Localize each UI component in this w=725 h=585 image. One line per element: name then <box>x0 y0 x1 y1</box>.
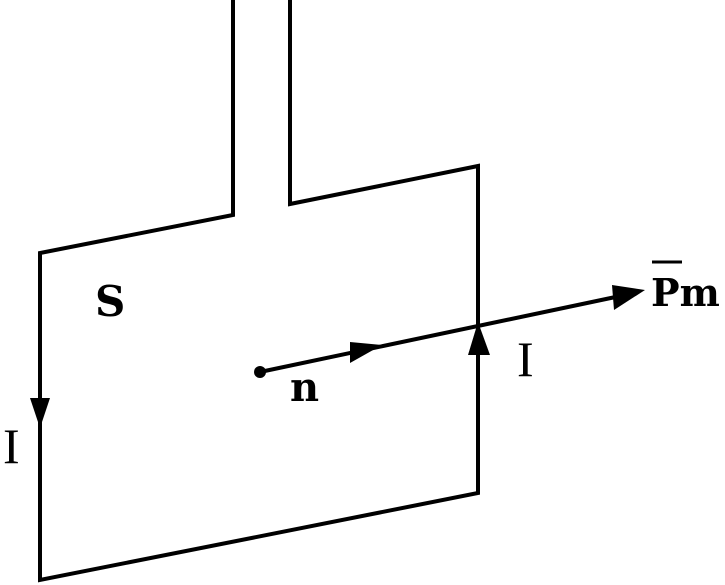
normal-origin-dot <box>254 366 266 378</box>
normal-label: n <box>290 364 319 411</box>
moment-axis-line <box>259 293 626 374</box>
surface-label: S <box>95 277 125 326</box>
current-arrow-down-icon <box>30 398 50 428</box>
moment-label: Pm <box>651 270 720 315</box>
current-arrow-up-icon <box>468 322 490 355</box>
normal-arrow-icon <box>350 342 382 363</box>
moment-arrowhead-icon <box>612 285 645 310</box>
current-loop <box>38 0 480 583</box>
current-label-left: I <box>3 418 20 474</box>
current-label-right: I <box>517 331 534 387</box>
